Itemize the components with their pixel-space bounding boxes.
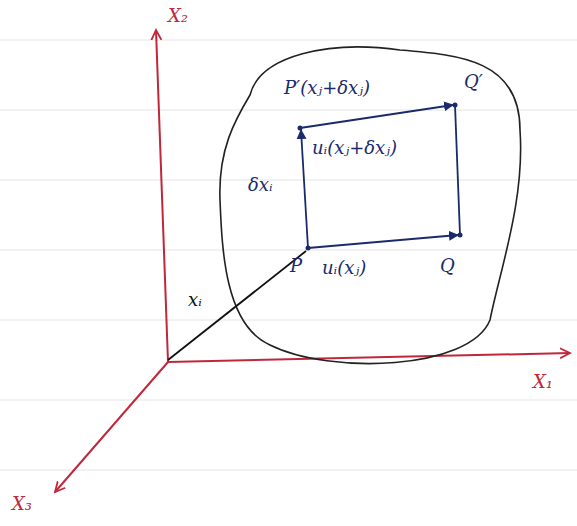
- axis-label: X₂: [168, 6, 188, 26]
- displacement-label: uᵢ(xⱼ+δxⱼ): [312, 138, 397, 158]
- position-label: xᵢ: [188, 290, 202, 310]
- axis-label: X₁: [533, 372, 553, 392]
- point-label: Q′: [464, 72, 483, 92]
- paper-lines: [0, 40, 577, 470]
- point-label: Q: [440, 256, 455, 276]
- point-label: P′(xⱼ+δxⱼ): [284, 78, 370, 98]
- position-vector: [168, 251, 306, 360]
- element-label: δxᵢ: [248, 175, 273, 195]
- coordinate-axes: [55, 30, 570, 492]
- body-outline: [220, 47, 521, 364]
- point-label: P: [290, 256, 302, 276]
- material-points: [298, 103, 463, 251]
- axis-label: X₃: [12, 494, 32, 514]
- material-element: [300, 105, 460, 248]
- displacement-label: uᵢ(xⱼ): [322, 258, 366, 278]
